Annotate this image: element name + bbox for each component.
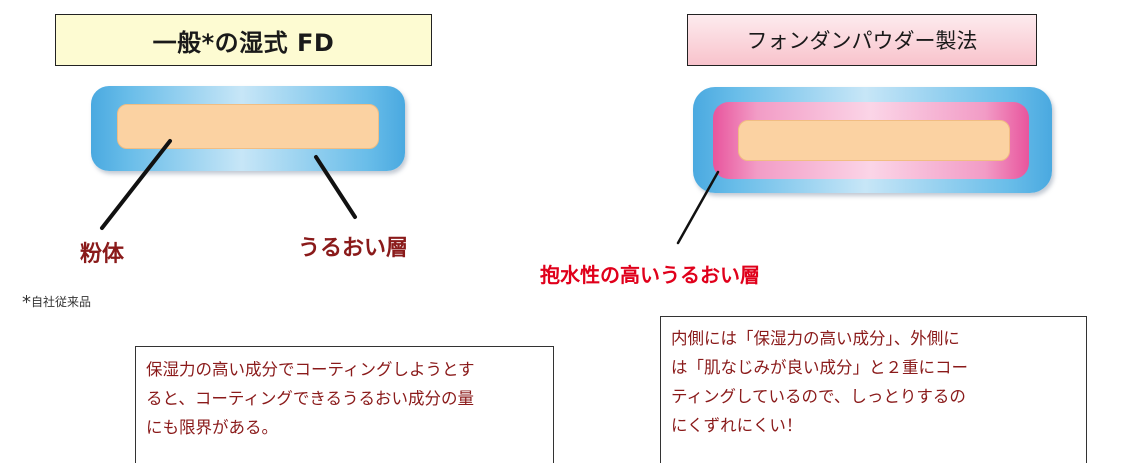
left-powder-core-shape	[117, 104, 379, 149]
right-description-line: ティングしているので、しっとりするの	[671, 387, 966, 406]
left-description-line: ると、コーティングできるうるおい成分の量	[146, 389, 475, 408]
footnote-text: 自社従来品	[31, 295, 92, 309]
left-title-box: 一般*の湿式 FD	[55, 14, 432, 66]
left-title-text: 一般*の湿式 FD	[152, 28, 335, 57]
right-description-line: にくずれにくい！	[671, 416, 803, 435]
right-title-text: フォンダンパウダー製法	[746, 29, 978, 53]
right-description-box: 内側には「保湿力の高い成分」、外側に は「肌なじみが良い成分」と２重にコー ティ…	[660, 316, 1087, 463]
footnote: *自社従来品	[22, 292, 91, 313]
label-moisture-layer: うるおい層	[298, 236, 409, 261]
label-water-holding-layer: 抱水性の高いうるおい層	[540, 263, 760, 287]
right-powder-core-shape	[738, 120, 1010, 161]
right-description-line: は「肌なじみが良い成分」と２重にコー	[671, 358, 968, 377]
right-description-line: 内側には「保湿力の高い成分」、外側に	[671, 329, 960, 348]
left-description-line: にも限界がある。	[146, 418, 278, 437]
footnote-mark: *	[22, 292, 31, 313]
left-description-box: 保湿力の高い成分でコーティングしようとす ると、コーティングできるうるおい成分の…	[135, 346, 554, 463]
label-powder: 粉体	[80, 242, 125, 267]
left-description-line: 保湿力の高い成分でコーティングしようとす	[146, 360, 475, 379]
right-title-box: フォンダンパウダー製法	[687, 14, 1037, 66]
